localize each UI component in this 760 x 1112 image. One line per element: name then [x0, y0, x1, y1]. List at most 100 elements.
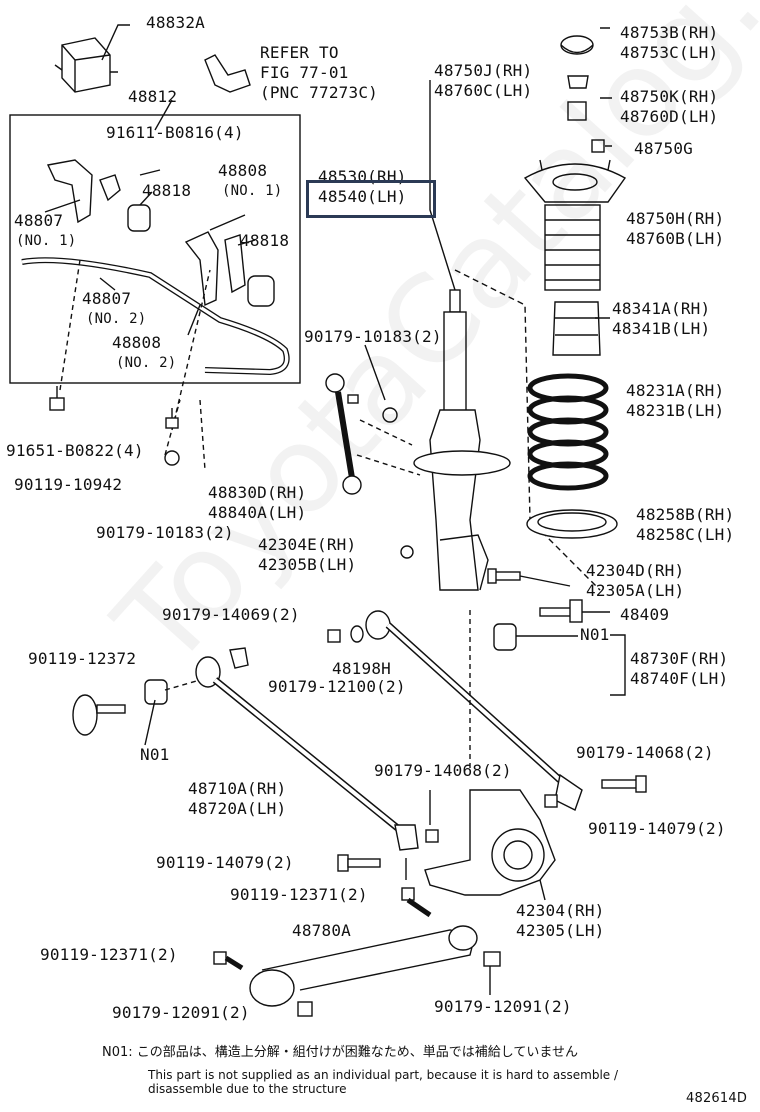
part-48760D: 48760D(LH) [620, 107, 719, 126]
part-48750J: 48750J(RH) [434, 61, 533, 80]
coil-spring [527, 373, 609, 491]
part-48540[interactable]: 48540(LH) [318, 187, 407, 206]
control-arm-48710A [195, 656, 419, 851]
part-90179-12091-a: 90179-12091(2) [112, 1003, 250, 1022]
bushing-48818b [247, 275, 275, 307]
part-48750G: 48750G [634, 139, 693, 158]
bolt-42304D [487, 568, 521, 584]
part-48740F: 48740F(LH) [630, 669, 729, 688]
washer-48198H [350, 625, 364, 643]
part-42304: 42304(RH) [516, 901, 605, 920]
part-48198H: 48198H [332, 659, 391, 678]
part-48720A: 48720A(LH) [188, 799, 287, 818]
part-90119-12371-b: 90119-12371(2) [40, 945, 178, 964]
nut-90179-12100 [229, 647, 249, 669]
part-48808-no1: (NO. 1) [222, 183, 283, 199]
part-42305A: 42305A(LH) [586, 581, 685, 600]
part-48830D: 48830D(RH) [208, 483, 307, 502]
spacer-48750K [567, 101, 587, 121]
bolt-90119-12371-b [213, 951, 244, 971]
note-english-2: disassemble due to the structure [148, 1082, 347, 1096]
part-90179-12100: 90179-12100(2) [268, 677, 406, 696]
part-48807-no2: (NO. 2) [86, 311, 147, 327]
part-48753C: 48753C(LH) [620, 43, 719, 62]
part-48807-no1: (NO. 1) [16, 233, 77, 249]
part-48753B: 48753B(RH) [620, 23, 719, 42]
lower-arm-48780A [249, 925, 478, 1007]
stabilizer-link [325, 373, 362, 495]
part-48750H: 48750H(RH) [626, 209, 725, 228]
bracket-48807-no2 [224, 234, 246, 294]
nut-48750G [591, 139, 605, 153]
part-90119-14079-b: 90119-14079(2) [156, 853, 294, 872]
refer-line-2: FIG 77-01 [260, 63, 349, 82]
refer-line-1: REFER TO [260, 43, 339, 62]
part-91651: 91651-B0822(4) [6, 441, 144, 460]
bolt-90119-10942 [165, 408, 179, 429]
figure-id: 482614D [686, 1091, 748, 1106]
nut-90179-12091-right [483, 951, 501, 967]
part-48258B: 48258B(RH) [636, 505, 735, 524]
part-90119-14079-a: 90119-14079(2) [588, 819, 726, 838]
note-japanese: N01: この部品は、構造上分解・組付けが困難なため、単品では補給していません [102, 1045, 578, 1060]
nut-90179-14068-left [425, 829, 439, 843]
refer-bracket [204, 54, 251, 93]
bump-stopper [552, 301, 601, 356]
cap-48753B [560, 35, 594, 55]
part-48341B: 48341B(LH) [612, 319, 711, 338]
part-48710A: 48710A(RH) [188, 779, 287, 798]
bracket-48807-no1b [99, 174, 121, 202]
part-90179-10183-b: 90179-10183(2) [96, 523, 234, 542]
part-48808-b: 48808 [112, 333, 162, 352]
nut-90179-14069 [327, 629, 341, 643]
part-48780A: 48780A [292, 921, 351, 940]
part-48231A: 48231A(RH) [626, 381, 725, 400]
part-90119-12371-a: 90119-12371(2) [230, 885, 368, 904]
part-91611: 91611-B0816(4) [106, 123, 244, 142]
nut-90179-12091-left [297, 1001, 313, 1017]
nut-90179-14068-right [544, 794, 558, 808]
part-42305: 42305(LH) [516, 921, 605, 940]
dust-boot [544, 204, 601, 291]
knuckle [424, 789, 556, 896]
bolt-90119-14079-right [601, 775, 647, 793]
part-48832A: 48832A [146, 13, 205, 32]
part-48818-a: 48818 [142, 181, 192, 200]
part-90179-14068-a: 90179-14068(2) [576, 743, 714, 762]
nut-42304E [400, 545, 414, 559]
part-48808-no2: (NO. 2) [116, 355, 177, 371]
part-48760C: 48760C(LH) [434, 81, 533, 100]
part-90179-10183-a: 90179-10183(2) [304, 327, 442, 346]
refer-line-3: (PNC 77273C) [260, 83, 378, 102]
bushing-N01-left [144, 679, 168, 705]
bolt-91651 [49, 386, 65, 411]
part-90179-14068-b: 90179-14068(2) [374, 761, 512, 780]
part-48818-b: 48818 [240, 231, 290, 250]
bushing-48818a [127, 204, 151, 232]
part-42304E: 42304E(RH) [258, 535, 357, 554]
shock-absorber [413, 289, 511, 591]
part-90119-10942: 90119-10942 [14, 475, 123, 494]
nut-90179-10183-left [164, 450, 180, 466]
spring-seat [526, 509, 618, 539]
part-48807-b: 48807 [82, 289, 132, 308]
bolt-90119-14079-left [337, 854, 381, 872]
bushing-N01-right [493, 623, 517, 651]
part-48812: 48812 [128, 87, 178, 106]
part-48730F: 48730F(RH) [630, 649, 729, 668]
part-42305B: 42305B(LH) [258, 555, 357, 574]
bracket-48808-no1 [184, 231, 219, 307]
nut-90179-10183-right [382, 407, 398, 423]
part-48840A: 48840A(LH) [208, 503, 307, 522]
bolt-90119-12371-a [401, 887, 432, 918]
part-42304D: 42304D(RH) [586, 561, 685, 580]
part-48760B: 48760B(LH) [626, 229, 725, 248]
control-arm-48730F [365, 610, 583, 811]
bracket-48832A [54, 37, 118, 93]
part-N01-a: N01 [580, 625, 610, 644]
part-48258C: 48258C(LH) [636, 525, 735, 544]
bracket-48807-no1 [46, 159, 93, 224]
part-90179-12091-b: 90179-12091(2) [434, 997, 572, 1016]
part-90119-12372: 90119-12372 [28, 649, 137, 668]
